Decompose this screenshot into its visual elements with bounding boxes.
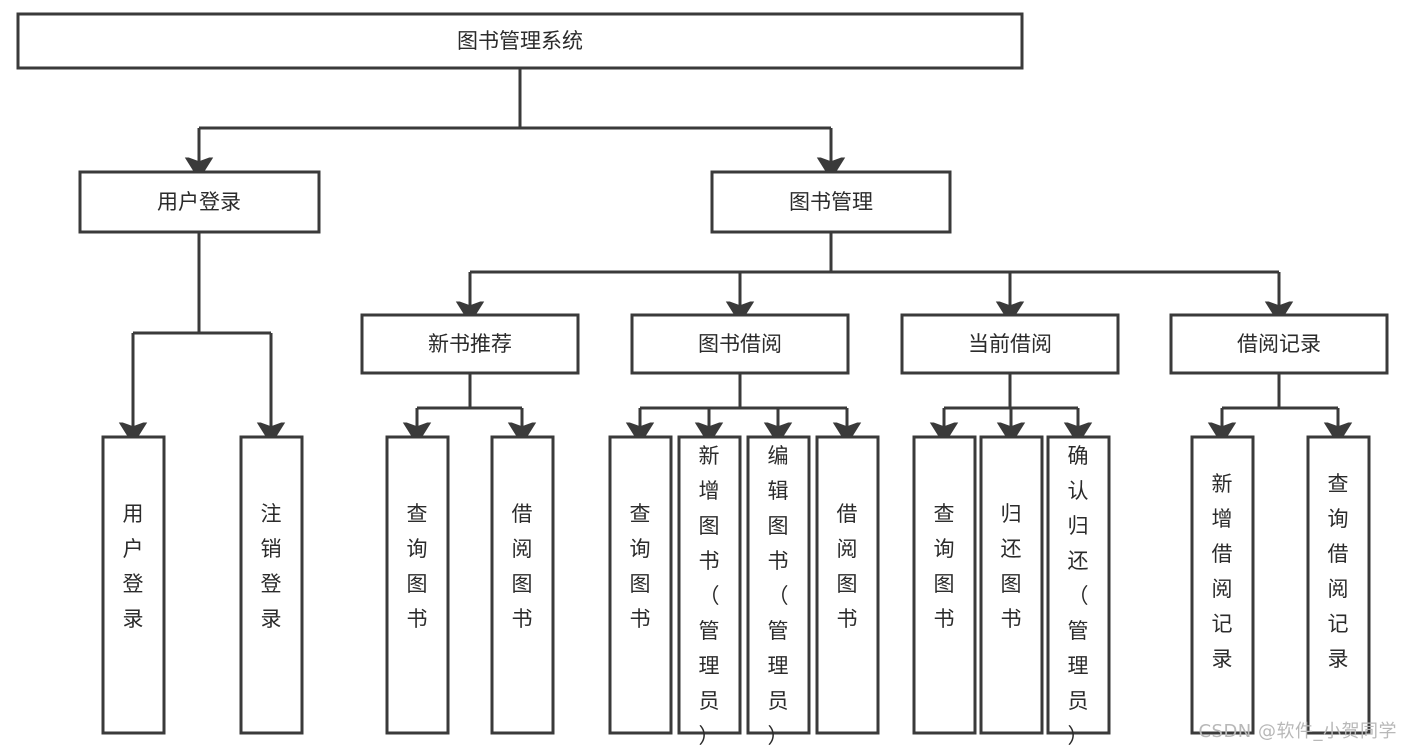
- leaf-box[interactable]: [746, 435, 811, 735]
- leaf-label-vertical: 归还图书: [1001, 502, 1022, 631]
- node-borrow-record-label: 借阅记录: [1237, 332, 1321, 356]
- node-borrow-record[interactable]: 借阅记录: [1169, 313, 1389, 375]
- leaf-label-vertical: 确认归还（管理员）: [1068, 444, 1089, 747]
- leaf-box[interactable]: [1046, 435, 1111, 735]
- node-root[interactable]: 图书管理系统: [16, 12, 1024, 70]
- csdn-watermark: CSDN @软件_小贺同学: [1198, 721, 1397, 742]
- node-user-login-box[interactable]: [78, 170, 321, 234]
- node-current-borrow-box[interactable]: [900, 313, 1120, 375]
- leaf-box[interactable]: [677, 435, 742, 735]
- leaf-label-vertical: 编辑图书（管理员）: [768, 444, 789, 747]
- leaf-borrow-record-0[interactable]: 新增借阅记录: [1190, 435, 1255, 735]
- leaf-label-vertical: 借阅图书: [837, 502, 858, 631]
- leaf-box[interactable]: [490, 435, 555, 735]
- leaf-label-vertical: 查询借阅记录: [1328, 472, 1349, 671]
- node-root-label: 图书管理系统: [457, 29, 583, 53]
- node-book-manage[interactable]: 图书管理: [710, 170, 952, 234]
- connector-group-book-borrow: [640, 373, 847, 432]
- leaf-box[interactable]: [1306, 435, 1371, 735]
- leaf-book-borrow-1[interactable]: 新增图书（管理员）: [677, 435, 742, 747]
- leaf-box[interactable]: [1190, 435, 1255, 735]
- node-new-book-label: 新书推荐: [428, 332, 512, 356]
- leaf-box[interactable]: [239, 435, 304, 735]
- leaf-label-vertical: 查询图书: [407, 502, 428, 631]
- connector-group-user-login: [133, 232, 271, 432]
- node-book-borrow-box[interactable]: [630, 313, 850, 375]
- leaf-new-book-1[interactable]: 借阅图书: [490, 435, 555, 735]
- connector-group-new-book: [417, 373, 522, 432]
- leaf-box[interactable]: [815, 435, 880, 735]
- leaf-current-borrow-0[interactable]: 查询图书: [912, 435, 977, 735]
- node-book-manage-box[interactable]: [710, 170, 952, 234]
- node-new-book-box[interactable]: [360, 313, 580, 375]
- leaf-book-borrow-2[interactable]: 编辑图书（管理员）: [746, 435, 811, 747]
- node-current-borrow[interactable]: 当前借阅: [900, 313, 1120, 375]
- node-new-book[interactable]: 新书推荐: [360, 313, 580, 375]
- leaf-borrow-record-1[interactable]: 查询借阅记录: [1306, 435, 1371, 735]
- node-current-borrow-label: 当前借阅: [968, 332, 1052, 356]
- connector-group-current-borrow: [944, 373, 1078, 432]
- leaf-user-login-0[interactable]: 用户登录: [101, 435, 166, 735]
- node-user-login-label: 用户登录: [157, 190, 241, 214]
- leaf-label-vertical: 新增图书（管理员）: [699, 444, 720, 747]
- node-book-manage-label: 图书管理: [789, 190, 873, 214]
- node-root-box[interactable]: [16, 12, 1024, 70]
- leaf-label-vertical: 借阅图书: [512, 502, 533, 631]
- leaf-label-vertical: 新增借阅记录: [1212, 472, 1233, 671]
- leaf-label-vertical: 查询图书: [934, 502, 955, 631]
- leaf-label-vertical: 查询图书: [630, 502, 651, 631]
- leaf-box[interactable]: [912, 435, 977, 735]
- leaf-new-book-0[interactable]: 查询图书: [385, 435, 450, 735]
- leaf-box[interactable]: [385, 435, 450, 735]
- leaf-box[interactable]: [979, 435, 1044, 735]
- leaf-label-vertical: 用户登录: [123, 502, 144, 631]
- leaf-book-borrow-3[interactable]: 借阅图书: [815, 435, 880, 735]
- node-book-borrow-label: 图书借阅: [698, 332, 782, 356]
- leaf-current-borrow-1[interactable]: 归还图书: [979, 435, 1044, 735]
- leaf-book-borrow-0[interactable]: 查询图书: [608, 435, 673, 735]
- leaf-label-vertical: 注销登录: [261, 502, 282, 631]
- connector-group-borrow-record: [1222, 373, 1338, 432]
- leaf-current-borrow-2[interactable]: 确认归还（管理员）: [1046, 435, 1111, 747]
- leaf-box[interactable]: [608, 435, 673, 735]
- leaf-user-login-1[interactable]: 注销登录: [239, 435, 304, 735]
- node-borrow-record-box[interactable]: [1169, 313, 1389, 375]
- node-user-login[interactable]: 用户登录: [78, 170, 321, 234]
- connector-group-root: [199, 68, 831, 167]
- leaf-box[interactable]: [101, 435, 166, 735]
- node-book-borrow[interactable]: 图书借阅: [630, 313, 850, 375]
- connector-group-book-manage: [470, 232, 1279, 311]
